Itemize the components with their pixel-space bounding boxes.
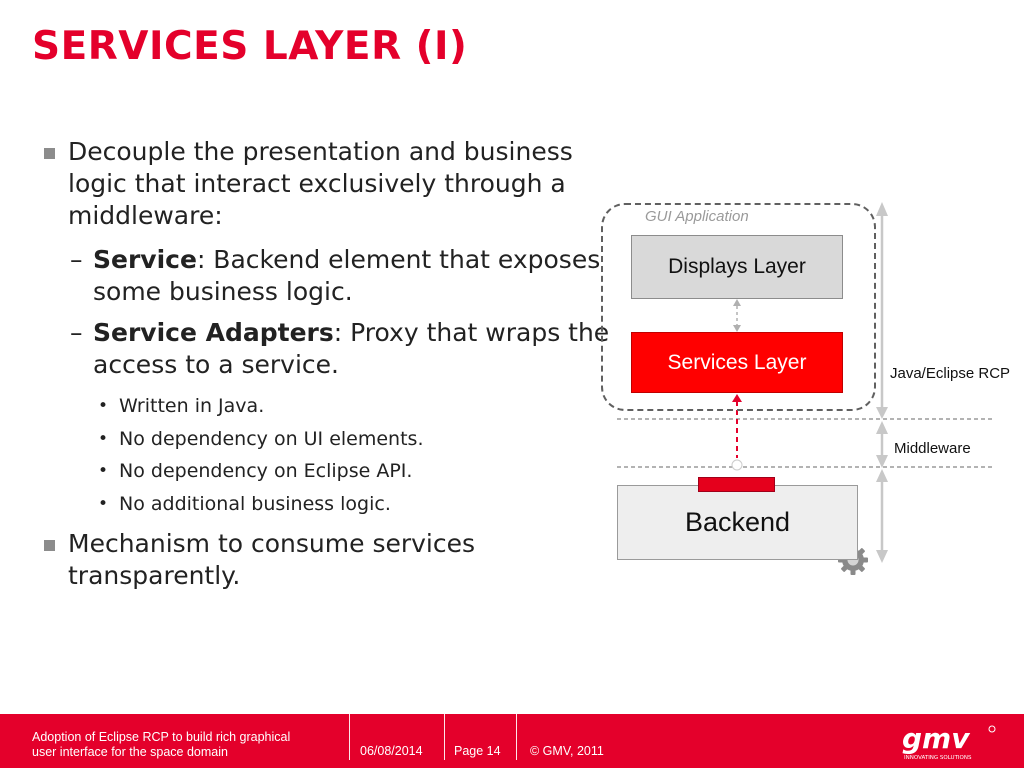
logo-wordmark: gmv bbox=[902, 722, 970, 755]
connector-arrow-up-icon bbox=[732, 394, 742, 402]
bullet-main-2: Mechanism to consume services transparen… bbox=[44, 528, 624, 592]
footer-doc-title-line2: user interface for the space domain bbox=[32, 745, 228, 759]
bracket-arrow-down-icon bbox=[876, 407, 888, 419]
dot-bullet-item: • Written in Java. bbox=[44, 390, 624, 423]
sub-bullet-service: – Service: Backend element that exposes … bbox=[44, 244, 624, 308]
gui-application-frame bbox=[601, 203, 876, 411]
sub-bullet-adapters-term: Service Adapters bbox=[93, 318, 334, 347]
bullet-main-2-text: Mechanism to consume services transparen… bbox=[68, 529, 476, 590]
connector-arrow-down-icon bbox=[733, 325, 741, 332]
bracket-arrow-down-icon bbox=[876, 550, 888, 563]
dot-bullet-item: • No dependency on Eclipse API. bbox=[44, 455, 624, 488]
square-bullet-icon bbox=[44, 540, 55, 551]
backend-box: Backend bbox=[617, 485, 858, 560]
footer-date: 06/08/2014 bbox=[360, 744, 423, 758]
dot-bullet-item: • No dependency on UI elements. bbox=[44, 423, 624, 456]
sub-bullet-service-term: Service bbox=[93, 245, 197, 274]
footer-page-number: Page 14 bbox=[454, 744, 501, 758]
footer-divider bbox=[444, 714, 445, 760]
displays-layer-box: Displays Layer bbox=[631, 235, 843, 299]
bracket-arrow-up-icon bbox=[876, 202, 888, 216]
dot-bullet-icon: • bbox=[98, 396, 109, 416]
footer-doc-title: Adoption of Eclipse RCP to build rich gr… bbox=[32, 730, 290, 760]
bracket-arrow-up-icon bbox=[876, 421, 888, 434]
services-layer-label: Services Layer bbox=[667, 350, 807, 374]
backend-label: Backend bbox=[684, 507, 791, 537]
connector-endpoint-icon bbox=[731, 459, 743, 471]
dot-bullet-text: No additional business logic. bbox=[119, 492, 391, 515]
dot-bullet-icon: • bbox=[98, 461, 109, 481]
dot-bullet-icon: • bbox=[98, 493, 109, 514]
dot-bullet-item: • No additional business logic. bbox=[44, 488, 624, 521]
bullet-main-1-text: Decouple the presentation and business l… bbox=[68, 137, 573, 230]
dot-bullet-icon: • bbox=[98, 428, 109, 449]
displays-layer-label: Displays Layer bbox=[668, 255, 806, 278]
bullet-list: Decouple the presentation and business l… bbox=[44, 136, 624, 604]
slide-title: SERVICES LAYER (I) bbox=[32, 24, 468, 69]
footer-bar: Adoption of Eclipse RCP to build rich gr… bbox=[0, 714, 1024, 768]
backend-service-port bbox=[698, 477, 775, 492]
middleware-label: Middleware bbox=[894, 440, 971, 457]
gmv-logo: gmv INNOVATING SOLUTIONS bbox=[902, 722, 996, 761]
logo-tagline: INNOVATING SOLUTIONS bbox=[904, 755, 972, 761]
dot-bullet-text: No dependency on UI elements. bbox=[119, 427, 424, 450]
sub-bullet-adapters-text: : Proxy that wraps the access to a servi… bbox=[93, 318, 610, 379]
dash-bullet-icon: – bbox=[70, 318, 83, 347]
java-eclipse-rcp-label: Java/Eclipse RCP bbox=[890, 365, 1011, 382]
connector-arrow-up-icon bbox=[733, 299, 741, 306]
footer-copyright: © GMV, 2011 bbox=[530, 744, 604, 758]
dot-bullet-text: No dependency on Eclipse API. bbox=[119, 460, 413, 482]
sub-bullet-service-text: : Backend element that exposes some busi… bbox=[93, 245, 601, 306]
square-bullet-icon bbox=[44, 148, 55, 159]
dash-bullet-icon: – bbox=[70, 245, 83, 274]
bracket-arrow-down-icon bbox=[876, 455, 888, 468]
dot-bullet-text: Written in Java. bbox=[119, 395, 265, 417]
sub-bullet-service-adapters: – Service Adapters: Proxy that wraps the… bbox=[44, 317, 624, 381]
bracket-arrow-up-icon bbox=[876, 469, 888, 482]
bullet-main-1: Decouple the presentation and business l… bbox=[44, 136, 624, 232]
footer-divider bbox=[349, 714, 350, 760]
footer-divider bbox=[516, 714, 517, 760]
services-layer-box: Services Layer bbox=[631, 332, 843, 393]
gui-application-label: GUI Application bbox=[645, 208, 749, 225]
footer-doc-title-line1: Adoption of Eclipse RCP to build rich gr… bbox=[32, 730, 291, 744]
